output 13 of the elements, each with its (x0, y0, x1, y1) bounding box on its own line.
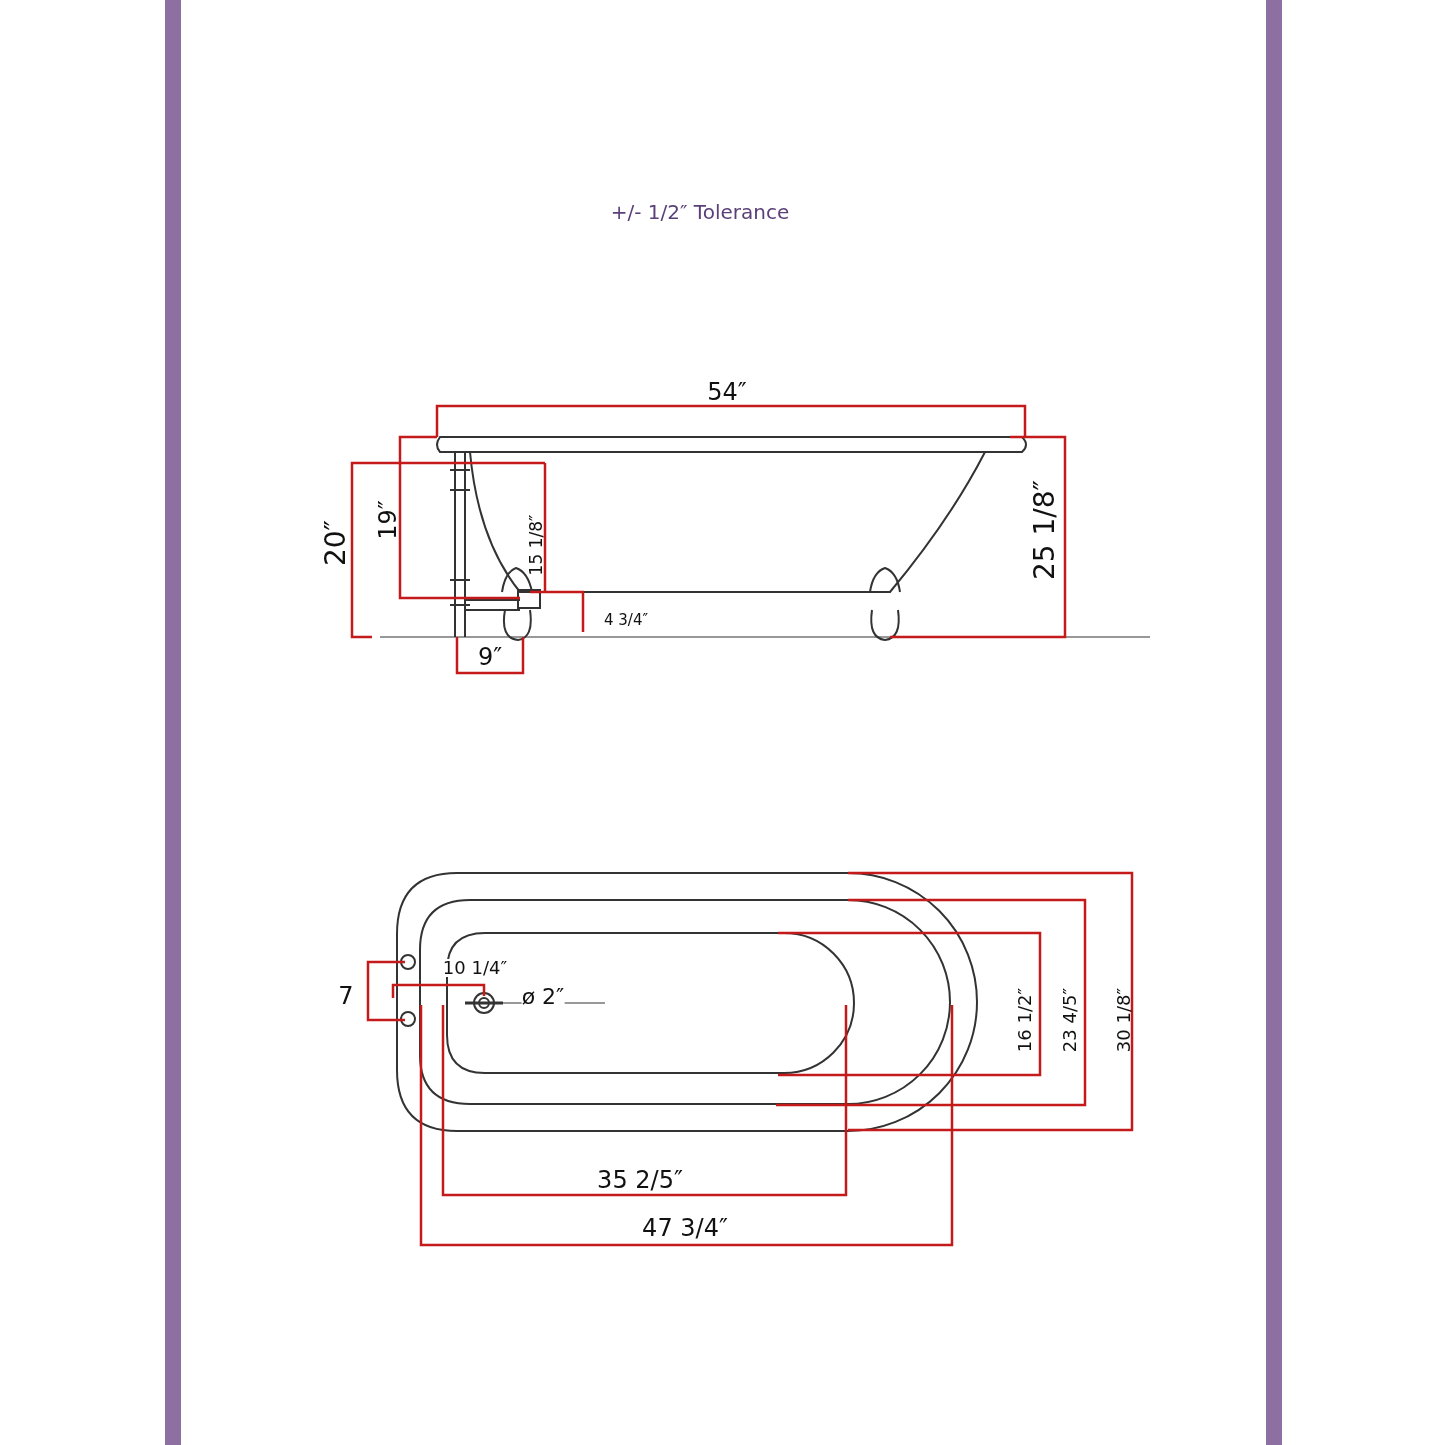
dimension-label: 23 4/5″ (1061, 987, 1079, 1053)
dimension-label: 35 2/5″ (597, 1168, 683, 1192)
dimension-label: 4 3/4″ (603, 612, 649, 628)
dimension-label: 19″ (376, 500, 400, 540)
dimension-label: 16 1/2″ (1016, 987, 1034, 1053)
dimension-label: 47 3/4″ (642, 1216, 728, 1240)
tolerance-note: +/- 1/2″ Tolerance (610, 202, 790, 222)
dimension-label: 15 1/8″ (527, 514, 545, 576)
dimension-label: 20″ (322, 519, 350, 567)
dimension-label: 25 1/8″ (1031, 479, 1059, 581)
dimension-label: 30 1/8″ (1115, 987, 1133, 1053)
dimension-label: ø 2″ (521, 986, 565, 1008)
dimension-label: 10 1/4″ (442, 959, 508, 977)
